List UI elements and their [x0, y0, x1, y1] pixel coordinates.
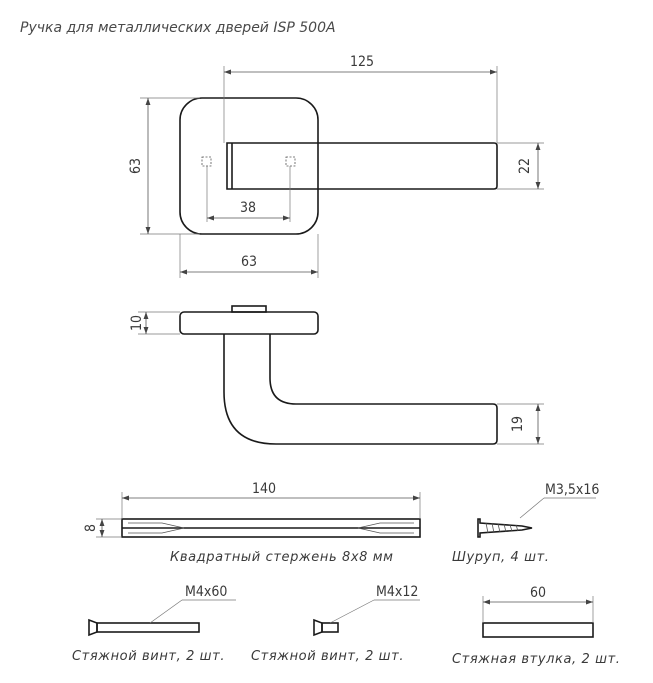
dim-screw-size: M3,5x16: [545, 482, 599, 498]
dim-rosette-thickness: 10: [129, 315, 145, 331]
wood-screw: M3,5x16 Шуруп, 4 шт.: [452, 482, 599, 565]
rosette-plate: [179, 97, 319, 235]
label-sleeve: Стяжная втулка, 2 шт.: [452, 652, 621, 667]
bolt-long: M4x60 Стяжной винт, 2 шт.: [72, 584, 236, 664]
square-rod: 140 8 Квадратный стержень 8х8 мм: [83, 481, 421, 565]
label-bolt-short: Стяжной винт, 2 шт.: [251, 649, 404, 664]
screw-hole-right: [285, 156, 296, 167]
bolt-short: M4x12 Стяжной винт, 2 шт.: [251, 584, 420, 664]
dim-rod-section: 8: [83, 524, 99, 532]
dim-lever-height: 22: [517, 158, 533, 174]
rosette-side: [179, 311, 319, 335]
dim-bolt-short-size: M4x12: [376, 584, 418, 600]
lever-front: [226, 142, 498, 190]
lever-side: [223, 334, 498, 445]
dim-rosette-height: 63: [128, 158, 144, 174]
label-rod: Квадратный стержень 8х8 мм: [170, 550, 394, 565]
spindle-stub: [231, 305, 267, 313]
side-view: 10 19: [129, 305, 544, 445]
drawing-title: Ручка для металлических дверей ISP 500A: [20, 20, 336, 36]
dim-rod-length: 140: [252, 481, 276, 497]
label-bolt-long: Стяжной винт, 2 шт.: [72, 649, 225, 664]
label-screw: Шуруп, 4 шт.: [452, 550, 550, 565]
dim-hole-spacing: 38: [240, 200, 256, 216]
dim-lever-end-height: 19: [510, 416, 526, 432]
screw-hole-left: [201, 156, 212, 167]
front-view: 125 63 22 38 63: [128, 54, 544, 278]
dim-bolt-long-size: M4x60: [185, 584, 227, 600]
dim-width-total: 125: [350, 54, 374, 70]
dim-sleeve-length: 60: [530, 585, 546, 601]
sleeve: 60 Стяжная втулка, 2 шт.: [452, 585, 621, 667]
dim-rosette-width: 63: [241, 254, 257, 270]
